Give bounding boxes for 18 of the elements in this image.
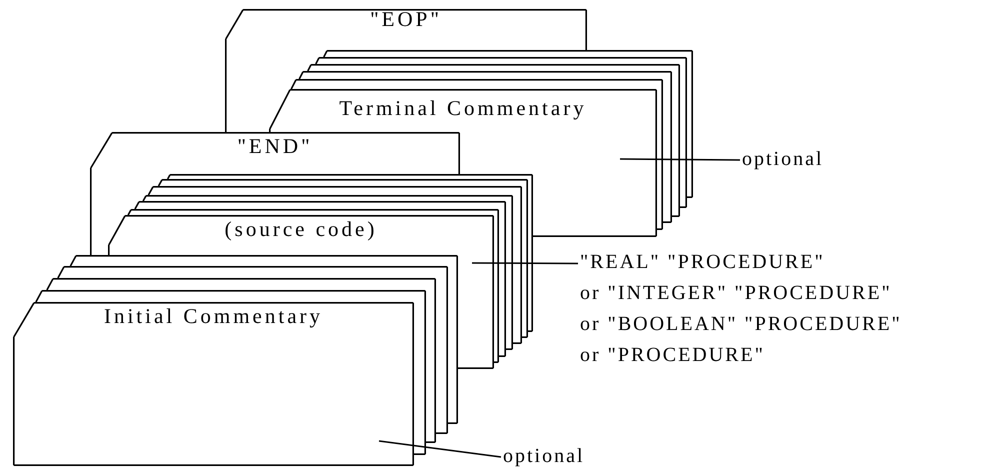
card-label: (source code) [224, 218, 378, 240]
leader-line [472, 262, 578, 264]
card-label: Terminal Commentary [339, 97, 587, 119]
annotation-line: "REAL" "PROCEDURE" [580, 250, 825, 275]
punched-card [13, 302, 414, 466]
annotation-line: or "INTEGER" "PROCEDURE" [580, 281, 892, 306]
leader-line [378, 440, 502, 458]
punched-card [108, 215, 494, 255]
card-label: "EOP" [370, 8, 442, 30]
card-label: "END" [237, 135, 313, 157]
punched-card [225, 9, 587, 50]
annotation-line: or "BOOLEAN" "PROCEDURE" [580, 312, 902, 337]
annotation-text: optional [503, 443, 585, 468]
annotation-text: optional [742, 146, 824, 172]
annotation-line: or "PROCEDURE" [580, 343, 765, 368]
leader-line [620, 158, 740, 161]
card-label: Initial Commentary [104, 305, 324, 327]
punched-card [90, 132, 460, 174]
